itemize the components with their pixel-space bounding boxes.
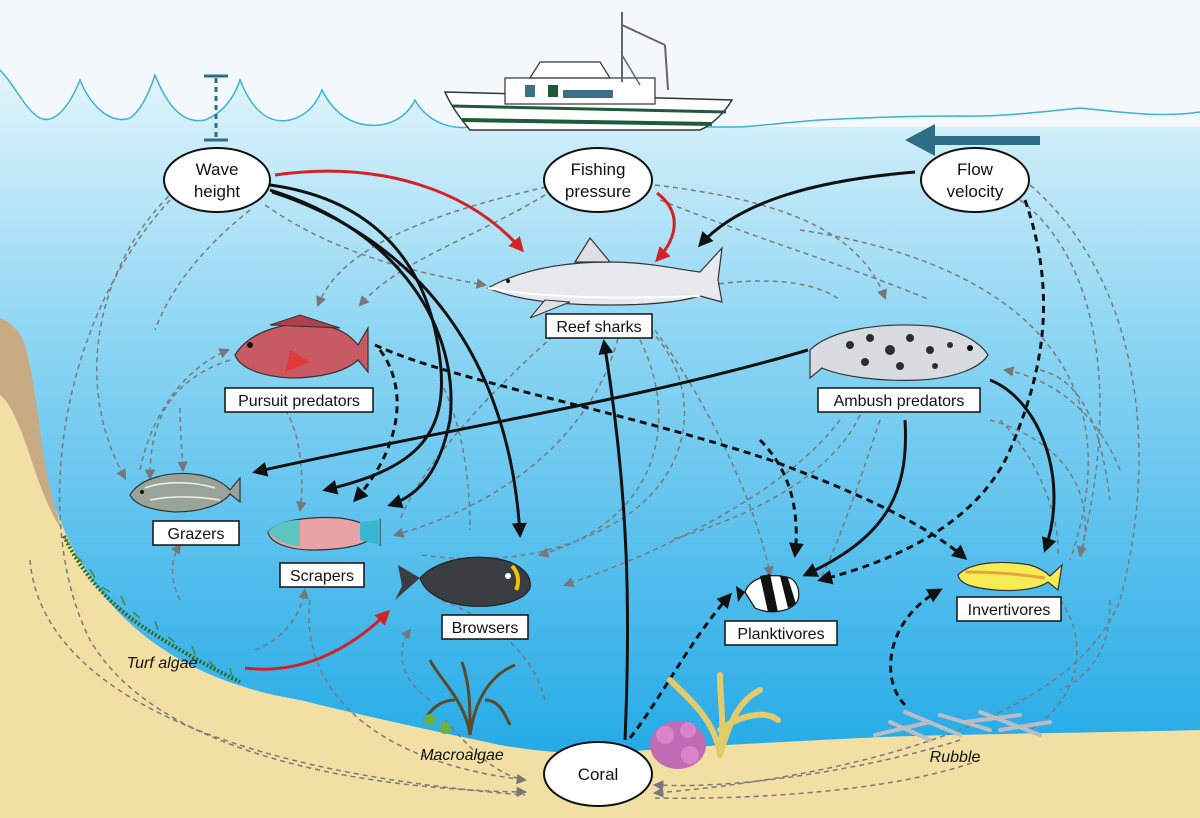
wave-height-label-2: height — [194, 182, 241, 201]
fishing-pressure-node: Fishing pressure — [543, 147, 653, 213]
ambush-predators-label: Ambush predators — [834, 393, 965, 410]
flow-velocity-node: Flow velocity — [920, 147, 1030, 213]
ambush-predator-fish — [809, 324, 989, 381]
invertivores-label-box: Invertivores — [956, 596, 1062, 622]
planktivore-fish — [736, 574, 800, 613]
planktivores-label-box: Planktivores — [724, 620, 838, 646]
fishing-boat — [443, 12, 734, 131]
reef-sharks-label-box: Reef sharks — [545, 313, 653, 339]
rubble-label: Rubble — [930, 749, 981, 766]
seabed — [0, 390, 1200, 818]
pursuit-predators-label-box: Pursuit predators — [224, 387, 374, 413]
red-links — [244, 169, 676, 671]
strong-links — [252, 170, 1057, 741]
planktivores-label: Planktivores — [737, 626, 824, 643]
coral-illustration — [650, 672, 781, 769]
wave-height-marker — [204, 74, 228, 142]
browsers-label-box: Browsers — [441, 614, 529, 640]
ambush-predators-label-box: Ambush predators — [817, 387, 981, 413]
weak-links — [29, 184, 1140, 799]
turf-algae-label: Turf algae — [127, 655, 198, 672]
browser-fish — [395, 556, 531, 607]
scrapers-label-box: Scrapers — [279, 562, 365, 588]
grazers-label-box: Grazers — [152, 520, 240, 546]
fishing-pressure-label-1: Fishing — [571, 160, 626, 179]
reef-shark-illustration — [486, 236, 723, 319]
turf-algae-grass — [63, 536, 233, 677]
reef-sharks-label: Reef sharks — [556, 319, 641, 336]
grazers-label: Grazers — [168, 526, 225, 543]
fishing-pressure-label-2: pressure — [565, 182, 631, 201]
wave-line — [0, 69, 1200, 129]
wave-height-label-1: Wave — [196, 160, 239, 179]
rubble-illustration — [873, 710, 1052, 742]
pursuit-predator-fish — [234, 314, 369, 379]
current-arrow — [905, 124, 1040, 156]
scraper-fish — [267, 516, 381, 551]
wave-height-node: Wave height — [163, 147, 271, 213]
macroalgae-label: Macroalgae — [420, 747, 504, 764]
grazer-fish — [129, 472, 241, 513]
coral-label: Coral — [578, 765, 619, 784]
browsers-label: Browsers — [452, 620, 519, 637]
flow-velocity-label-2: velocity — [947, 182, 1004, 201]
pursuit-predators-label: Pursuit predators — [238, 393, 360, 410]
coral-node: Coral — [543, 741, 653, 807]
invertivores-label: Invertivores — [968, 602, 1051, 619]
strong-dashed-links — [352, 199, 1045, 739]
water — [0, 70, 1200, 818]
invertivore-fish — [957, 561, 1063, 592]
cliff — [0, 318, 62, 530]
macroalgae-illustration — [423, 659, 516, 736]
scrapers-label: Scrapers — [290, 568, 354, 585]
flow-velocity-label-1: Flow — [957, 160, 994, 179]
